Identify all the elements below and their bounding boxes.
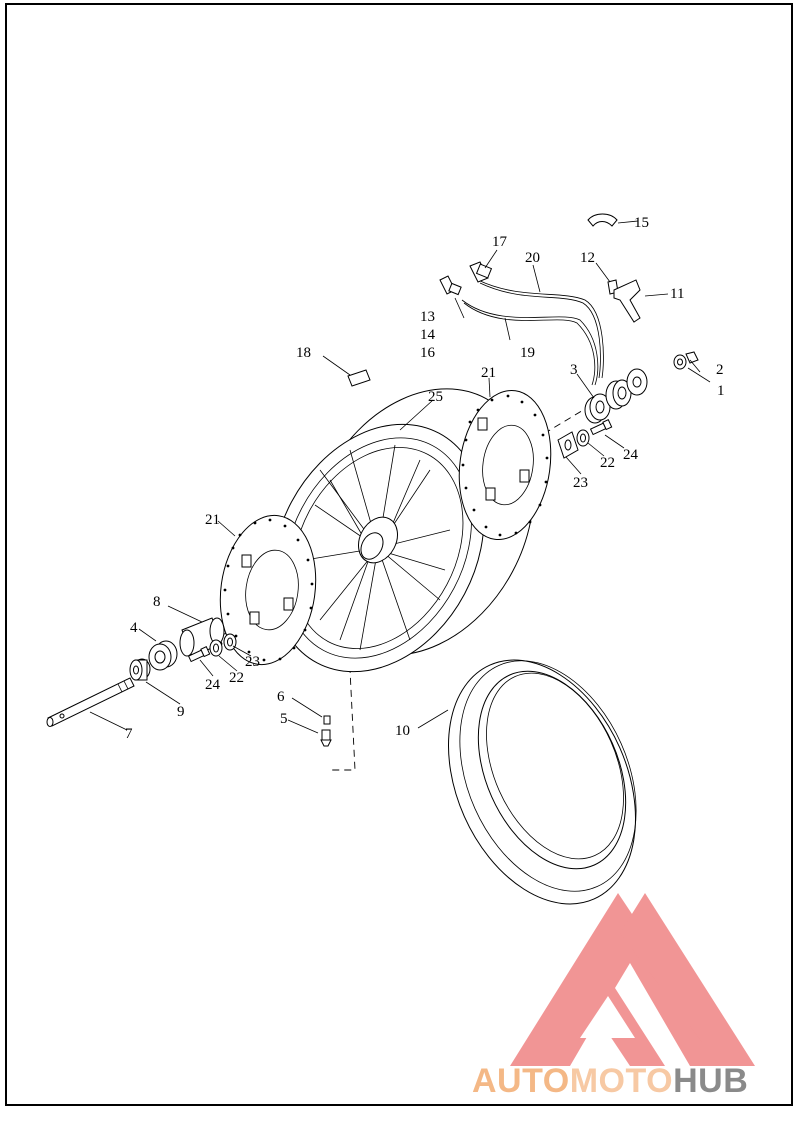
axle-cap — [685, 351, 699, 364]
callout-23-left: 23 — [245, 654, 260, 670]
watermark-moto: MOTO — [569, 1062, 674, 1100]
callout-20: 20 — [525, 250, 540, 266]
callout-21-left: 21 — [205, 512, 220, 528]
callout-4: 4 — [130, 620, 138, 636]
sensor-ring — [605, 368, 648, 410]
balance-weight — [347, 369, 371, 387]
callout-12: 12 — [580, 250, 595, 266]
callout-23-right: 23 — [573, 475, 588, 491]
watermark-text: AUTOMOTOHUB — [472, 1062, 748, 1101]
callout-3: 3 — [570, 362, 578, 378]
tire — [448, 659, 637, 905]
brake-rotor-left — [219, 514, 317, 666]
callout-22-left: 22 — [229, 670, 244, 686]
spacer-tube — [179, 617, 225, 657]
callout-labels: 1 2 3 4 5 6 7 8 9 10 11 12 13 14 15 16 1… — [125, 215, 725, 742]
diagram-frame — [5, 3, 793, 1106]
bearing-right — [584, 393, 611, 424]
callout-1: 1 — [717, 383, 725, 399]
watermark-auto: AUTO — [472, 1062, 570, 1100]
bracket-11 — [613, 279, 641, 323]
callout-13: 13 — [420, 309, 435, 325]
connector-13 — [439, 275, 462, 296]
callout-21-right: 21 — [481, 365, 496, 381]
callout-19: 19 — [520, 345, 535, 361]
callout-7: 7 — [125, 726, 133, 742]
callout-25: 25 — [428, 389, 443, 405]
callout-9: 9 — [177, 704, 185, 720]
brake-rotor-right — [458, 389, 552, 541]
leader-lines — [89, 220, 711, 734]
callout-17: 17 — [492, 234, 508, 250]
triangle-logo-icon — [510, 893, 755, 1066]
washer-23-right — [557, 431, 579, 459]
connector-17 — [469, 261, 493, 283]
watermark-hub: HUB — [673, 1062, 749, 1100]
callout-15: 15 — [634, 215, 649, 231]
bearing-left — [148, 640, 178, 671]
callout-18: 18 — [296, 345, 311, 361]
callout-14: 14 — [420, 327, 436, 343]
callout-22-right: 22 — [600, 455, 615, 471]
axle-nut — [673, 354, 687, 370]
callout-8: 8 — [153, 594, 161, 610]
axle — [46, 677, 135, 727]
clip-15 — [587, 213, 618, 227]
washer-22-right — [576, 429, 590, 447]
callout-10: 10 — [395, 723, 410, 739]
spacer-9 — [129, 658, 151, 681]
valve-stem — [320, 715, 332, 747]
watermark-logo — [510, 893, 755, 1066]
washer-23-left — [223, 633, 237, 651]
washer-22-left — [209, 639, 223, 657]
sensor-cables — [461, 279, 604, 386]
callout-24-left: 24 — [205, 677, 221, 693]
callout-24-right: 24 — [623, 447, 639, 463]
callout-6: 6 — [277, 689, 285, 705]
callout-5: 5 — [280, 711, 288, 727]
callout-11: 11 — [670, 286, 684, 302]
callout-16: 16 — [420, 345, 436, 361]
callout-2: 2 — [716, 362, 724, 378]
